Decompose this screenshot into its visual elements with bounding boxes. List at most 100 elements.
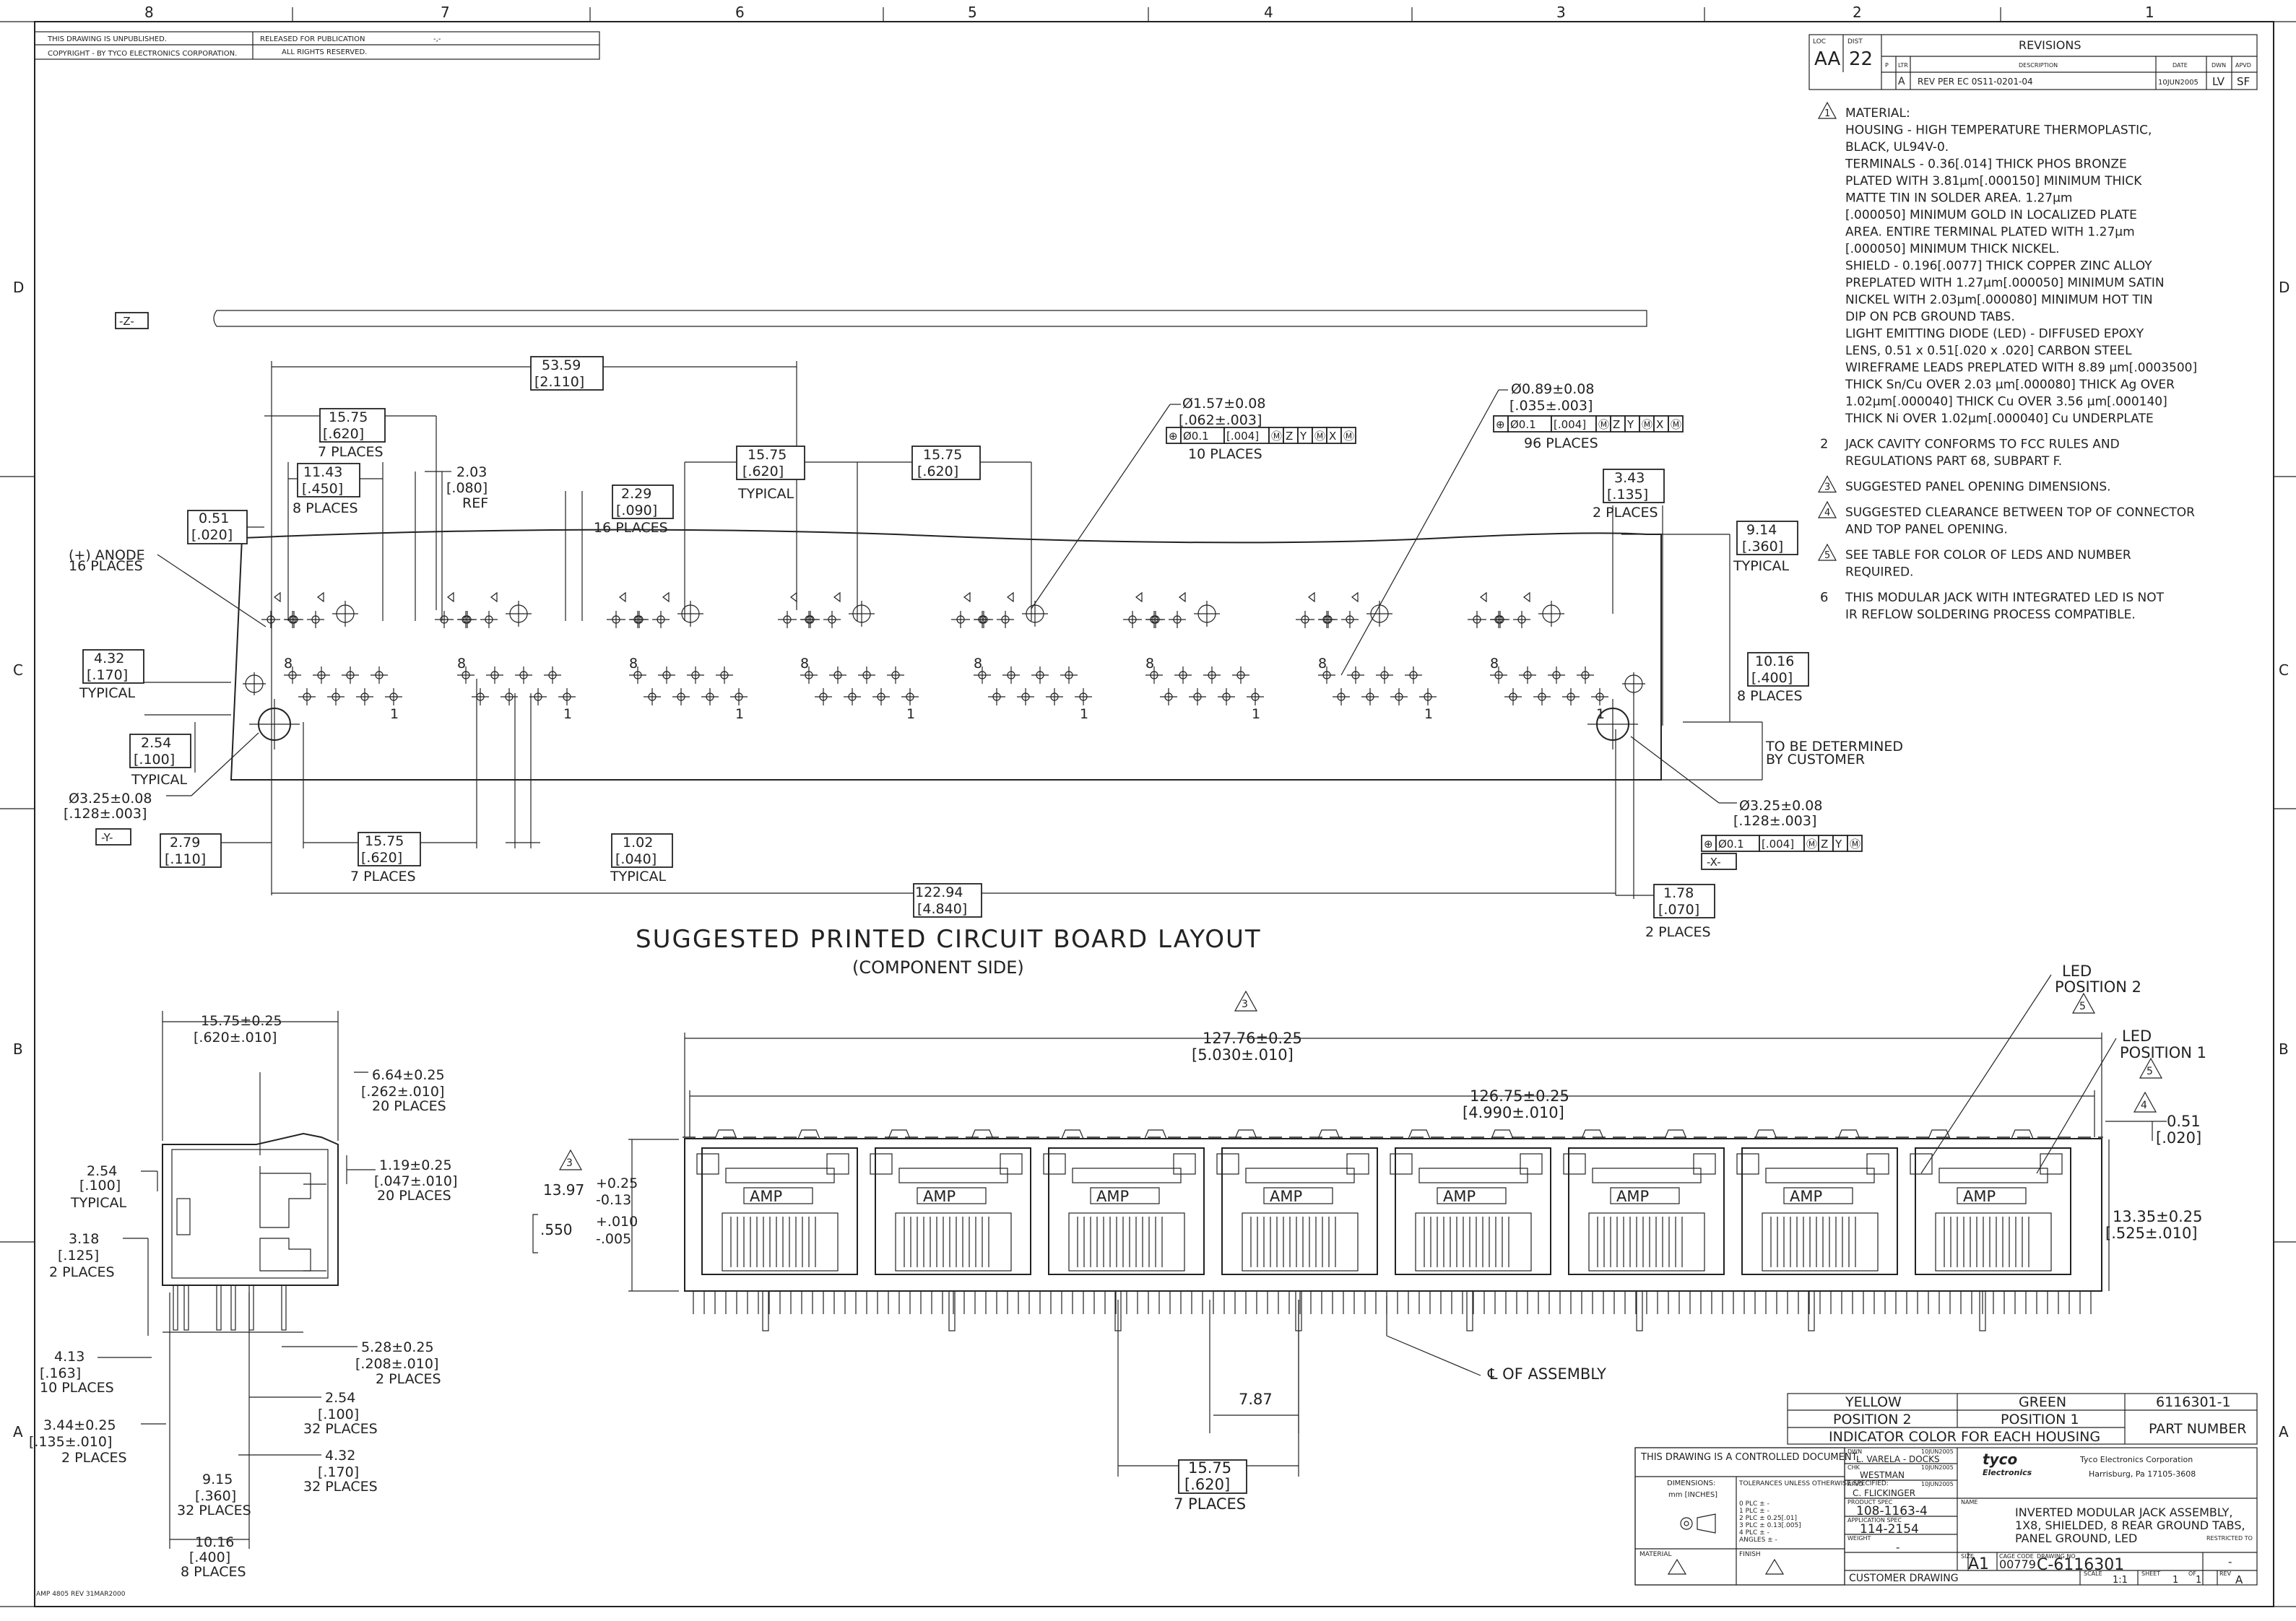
jack-port [1741, 1147, 1898, 1275]
chk-label: CHK [1847, 1464, 1860, 1471]
dim-8-places-1143: 8 PLACES [293, 500, 358, 516]
led-window [696, 1153, 719, 1175]
side-dim-15-75: 15.75±0.25 [201, 1013, 282, 1029]
led-pos-left: POSITION 2 [1833, 1412, 1912, 1427]
scale-label: SCALE [2084, 1570, 2102, 1577]
title-block: THIS DRAWING IS A CONTROLLED DOCUMENT. D… [1634, 1447, 2258, 1586]
led-part-label: PART NUMBER [2149, 1421, 2246, 1437]
jack-port [875, 1147, 1031, 1275]
fcf-cell: X [1656, 418, 1663, 431]
drawing-name-line: INVERTED MODULAR JACK ASSEMBLY, [2015, 1505, 2233, 1519]
dim-typical-254: TYPICAL [131, 772, 188, 788]
led-symbol [1351, 591, 1359, 603]
tbd-line-2: BY CUSTOMER [1766, 752, 1865, 768]
rev-col-dwn: DWN [2211, 62, 2226, 69]
fcf-cell: Ⓜ [1850, 838, 1860, 851]
led-window [1910, 1153, 1933, 1175]
zone-8: 8 [144, 4, 154, 21]
chk-date: 10JUN2005 [1921, 1464, 1954, 1471]
side-dim-5-28: 5.28±0.25 [361, 1339, 434, 1355]
front-flag-3b: 3 [566, 1157, 573, 1169]
side-dim-208: [.208±.010] [355, 1356, 438, 1372]
hole-089-inch: [.035±.003] [1509, 398, 1593, 414]
side-dim-20-places-a: 20 PLACES [372, 1098, 446, 1114]
projection-symbol [1680, 1513, 1716, 1534]
tol-label: TOLERANCES UNLESS OTHERWISE SPECIFIED: [1738, 1480, 1889, 1487]
note-1-line: [.000050] MINIMUM GOLD IN LOCALIZED PLAT… [1845, 208, 2137, 222]
led-window [1043, 1153, 1066, 1175]
jack-port [1915, 1147, 2071, 1275]
fcf-cell: Z [1286, 430, 1293, 443]
front-dim-0-51: 0.51 [2167, 1113, 2201, 1130]
rev-col-desc: DESCRIPTION [2019, 62, 2058, 69]
note-1-line: BLACK, UL94V-0. [1845, 140, 1949, 155]
weight-label: WEIGHT [1847, 1535, 1871, 1542]
pin-label-1: 1 [563, 706, 572, 722]
amp-logo: AMP [750, 1188, 782, 1205]
note-1-line: AREA. ENTIRE TERMINAL PLATED WITH 1.27μm [1845, 225, 2135, 240]
side-view-housing [162, 1132, 339, 1286]
led-symbol [274, 591, 281, 603]
fcf-cell: Ⓜ [1806, 838, 1817, 851]
note-flag-num-1: 1 [1824, 108, 1830, 119]
pcb-layout-title: SUGGESTED PRINTED CIRCUIT BOARD LAYOUT [636, 925, 1262, 954]
side-dim-262: [.262±.010] [361, 1084, 444, 1100]
dim-15-75-c: 15.75 [923, 447, 962, 463]
zone-a-left: A [13, 1423, 23, 1440]
zone-6: 6 [735, 4, 745, 21]
anode-label: (+) ANODE [69, 547, 145, 563]
note-2-line: JACK CAVITY CONFORMS TO FCC RULES AND [1845, 438, 2120, 452]
hole-325-right-inch: [.128±.003] [1733, 813, 1816, 829]
dwn-date: 10JUN2005 [1921, 1448, 1954, 1455]
dim-2-54: 2.54 [141, 735, 171, 751]
front-dim-13-97-minus: -0.13 [596, 1192, 631, 1208]
zone-c-right: C [2279, 661, 2289, 679]
side-dim-2-places-528: 2 PLACES [376, 1371, 441, 1387]
zone-2: 2 [1853, 4, 1862, 21]
note-flag-num-3: 3 [1824, 482, 1830, 493]
tol-line: 1 PLC ± - [1739, 1508, 1769, 1515]
dim-2-79: 2.79 [170, 835, 200, 851]
note-1-line: HOUSING - HIGH TEMPERATURE THERMOPLASTIC… [1845, 123, 2152, 138]
pcb-board-outline [230, 529, 1662, 781]
note-5-line: REQUIRED. [1845, 565, 1913, 580]
zone-7: 7 [441, 4, 450, 21]
apvd-name: C. FLICKINGER [1853, 1488, 1915, 1498]
dim-9-14: 9.14 [1746, 522, 1777, 538]
material-label: MATERIAL [1639, 1551, 1672, 1558]
jack-port [1395, 1147, 1551, 1275]
led-part-number: 6116301-1 [2156, 1394, 2231, 1410]
pin-label-1: 1 [390, 706, 399, 722]
side-view-pins [163, 1285, 303, 1333]
dims-label: DIMENSIONS: [1667, 1479, 1715, 1487]
led-color-right: GREEN [2019, 1394, 2066, 1410]
hole-325-left-inch: [.128±.003] [64, 806, 147, 822]
apvd-date: 10JUN2005 [1921, 1481, 1954, 1487]
dwn-name: L. VARELA - DOCKS [1856, 1454, 1940, 1464]
zone-labels: 8 7 6 5 4 3 2 1 D C B A D C B A [13, 4, 2289, 1440]
hole-089-places: 96 PLACES [1524, 435, 1598, 451]
pin-label-8: 8 [1490, 656, 1499, 672]
dim-4-840: [4.840] [917, 901, 967, 917]
hole-157-inch: [.062±.003] [1179, 412, 1262, 428]
dim-53-59: 53.59 [542, 357, 581, 373]
dwg-label: DRAWING NO [2037, 1553, 2076, 1560]
rev-col-p: P [1885, 62, 1889, 69]
rights-note: ALL RIGHTS RESERVED. [282, 48, 367, 56]
side-dim-10-16: 10.16 [195, 1534, 234, 1550]
side-dim-3-44: 3.44±0.25 [43, 1417, 116, 1433]
led-window [870, 1153, 893, 1175]
fcf-cell: ⊕ [1169, 430, 1178, 443]
note-4-line: AND TOP PANEL OPENING. [1845, 523, 2008, 537]
fcf-cell: Ø0.1 [1718, 838, 1744, 851]
company-city: Harrisburg, Pa 17105-3608 [2089, 1469, 2196, 1479]
amp-logo: AMP [1790, 1188, 1822, 1205]
fcf-cell: Y [1626, 418, 1634, 431]
note-1-line: MATTE TIN IN SOLDER AREA. 1.27μm [1845, 191, 2072, 206]
jack-port [1048, 1147, 1205, 1275]
dims-units: mm [INCHES] [1668, 1491, 1717, 1499]
side-dim-32-places-c: 32 PLACES [177, 1503, 251, 1518]
